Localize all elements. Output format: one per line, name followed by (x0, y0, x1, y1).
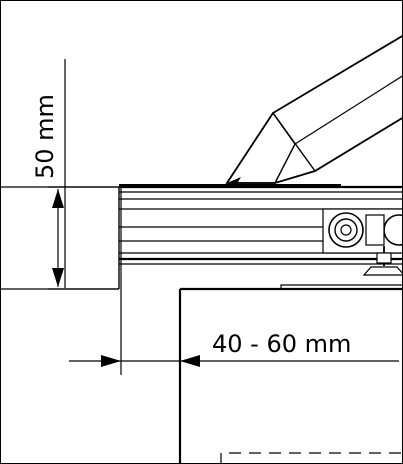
door-hidden-outline (220, 452, 402, 463)
pencil-lower-facet (314, 117, 402, 172)
pencil-body (225, 35, 402, 184)
pencil-cone-left (226, 111, 296, 184)
roller-bracket (365, 214, 385, 246)
construction-lines (1, 186, 119, 290)
track-profile (118, 184, 402, 289)
gap-arrow-right (180, 355, 200, 367)
pencil-tip (227, 177, 241, 187)
height-dimension: 50 mm (31, 59, 119, 290)
roller-wheel-hub (340, 224, 352, 236)
pencil-facet-line (294, 75, 402, 145)
gap-arrow-left (101, 355, 121, 367)
door-top-fitting (280, 284, 402, 289)
height-arrow-bottom (52, 268, 64, 287)
pencil-illustration (225, 35, 402, 187)
height-label: 50 mm (31, 94, 59, 179)
door-panel (178, 284, 402, 463)
hanger-plate (362, 266, 402, 276)
pencil-cone-right (227, 143, 296, 184)
pencil-mark-strip (119, 184, 341, 188)
height-arrow-top (52, 189, 64, 208)
gap-label: 40 - 60 mm (212, 330, 351, 358)
roller-carriage (322, 208, 402, 276)
hanger-nut (376, 252, 392, 264)
